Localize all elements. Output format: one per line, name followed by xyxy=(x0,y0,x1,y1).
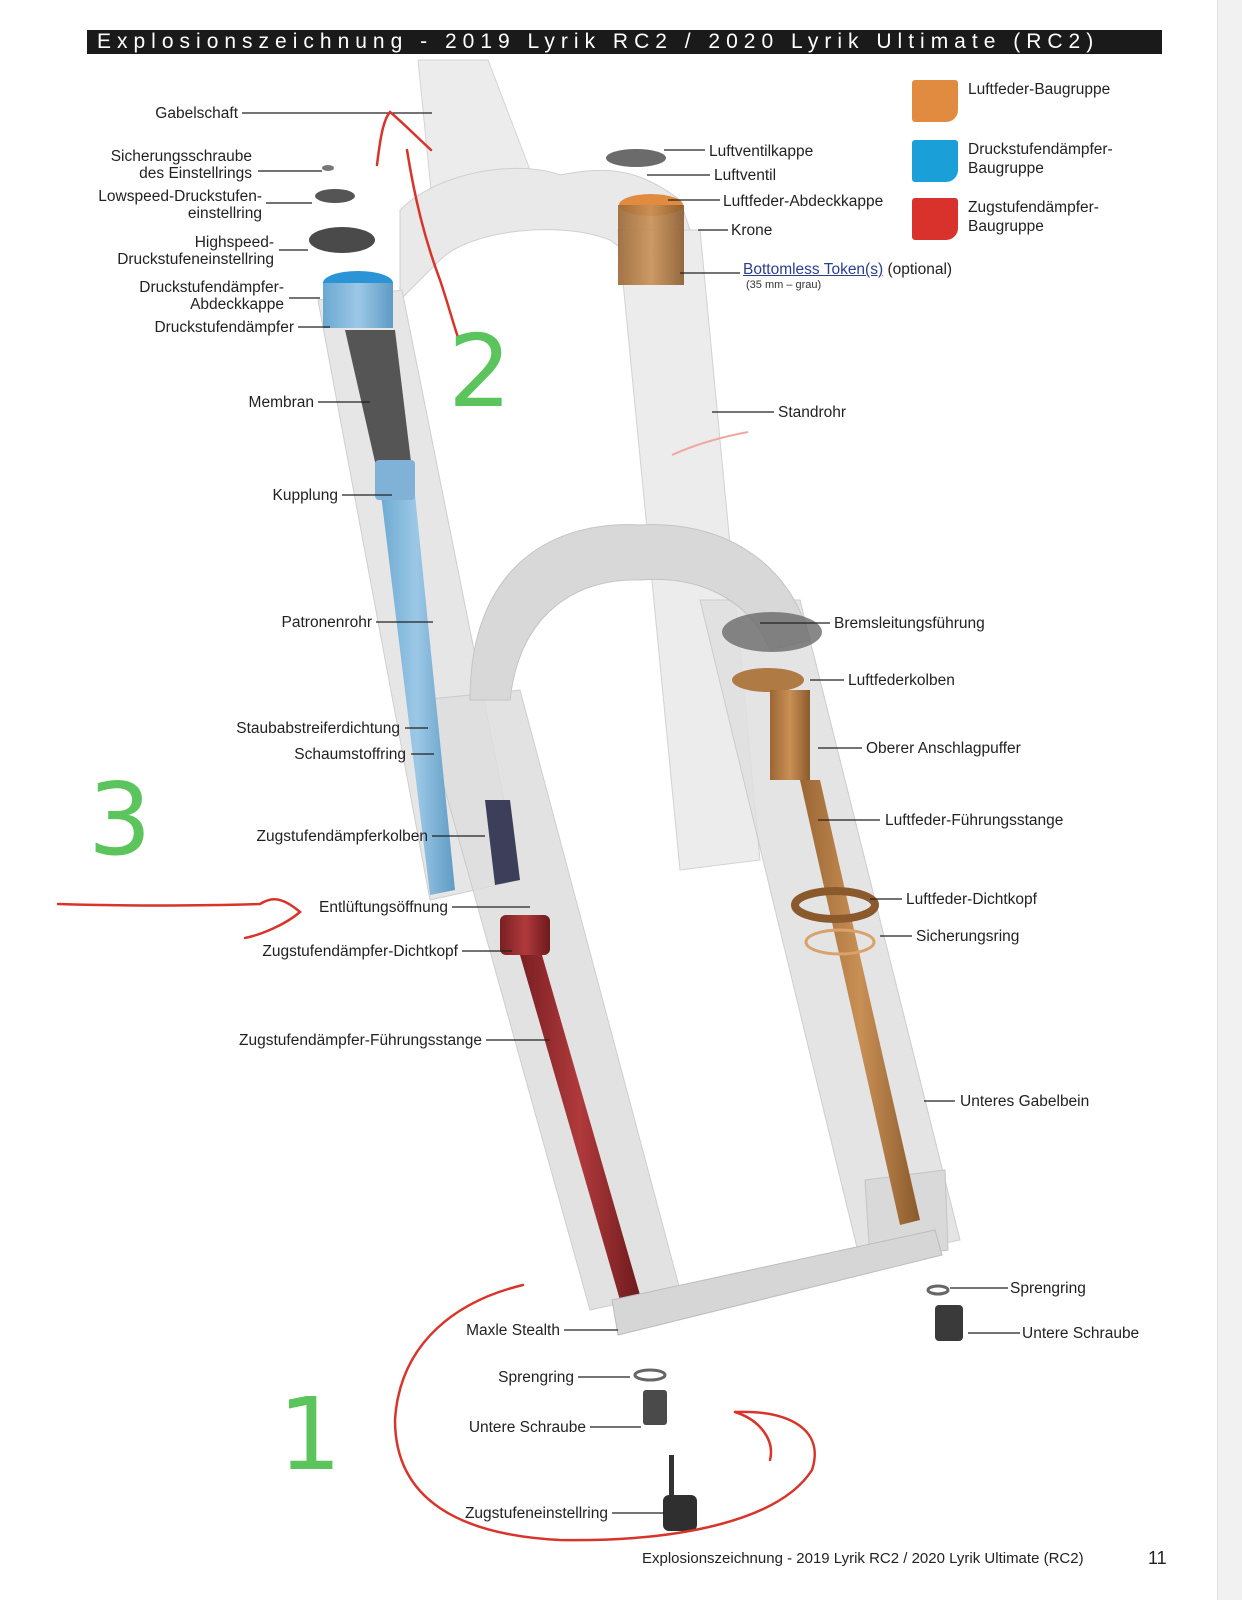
footer-title: Explosionszeichnung - 2019 Lyrik RC2 / 2… xyxy=(642,1550,1084,1567)
label-lf-dichtkopf: Luftfeder-Dichtkopf xyxy=(906,891,1037,908)
label-lf-fuehrungsstange: Luftfeder-Führungsstange xyxy=(885,812,1064,829)
label-zs-fuehrungsstange: Zugstufendämpfer-Führungsstange xyxy=(239,1032,482,1049)
label-bremsleitung: Bremsleitungsführung xyxy=(834,615,985,632)
label-sicherungsschraube: Sicherungsschraube des Einstellrings xyxy=(110,148,252,182)
label-optional: (optional) xyxy=(887,261,953,278)
label-patronenrohr: Patronenrohr xyxy=(281,614,372,631)
label-maxle: Maxle Stealth xyxy=(466,1322,560,1339)
rebound-damper xyxy=(485,800,640,1300)
label-unteres-gabelbein: Unteres Gabelbein xyxy=(960,1093,1090,1110)
label-bottomless-tokens: Bottomless Token(s) (optional) xyxy=(743,261,952,278)
label-druckstufendaempfer: Druckstufendämpfer xyxy=(154,319,294,336)
label-token-note: (35 mm – grau) xyxy=(746,279,822,291)
legend-swatch-rebound xyxy=(912,198,958,240)
label-membran: Membran xyxy=(248,394,314,411)
label-krone: Krone xyxy=(731,222,773,239)
adjuster-parts xyxy=(309,149,822,652)
label-untere-schraube-right: Untere Schraube xyxy=(1022,1325,1140,1342)
label-zs-kolben: Zugstufendämpferkolben xyxy=(256,828,428,845)
leader-lines-right xyxy=(647,149,1020,1334)
label-gabelschaft: Gabelschaft xyxy=(155,105,238,122)
legend-swatch-compression xyxy=(912,140,958,182)
maxle-axle xyxy=(611,1229,943,1336)
label-untere-schraube-left: Untere Schraube xyxy=(468,1419,586,1436)
annotation-one: 1 xyxy=(278,1376,342,1493)
bottomless-tokens-link[interactable]: Bottomless Token(s) xyxy=(743,261,884,278)
label-lf-abdeckkappe: Luftfeder-Abdeckkappe xyxy=(723,193,884,210)
legend-swatch-air xyxy=(912,80,958,122)
label-highspeed: Highspeed-Druckstufeneinstellring xyxy=(117,234,274,268)
label-luftventilkappe: Luftventilkappe xyxy=(709,143,814,160)
hand-annotations xyxy=(56,110,816,1542)
label-kupplung: Kupplung xyxy=(272,487,338,504)
label-sprengring-left: Sprengring xyxy=(498,1369,574,1386)
label-ds-abdeckkappe: Druckstufendämpfer-Abdeckkappe xyxy=(139,279,284,313)
label-anschlagpuffer: Oberer Anschlagpuffer xyxy=(866,740,1021,757)
page-edge xyxy=(1217,0,1242,1600)
label-luftventil: Luftventil xyxy=(714,167,777,184)
label-schaumstoffring: Schaumstoffring xyxy=(294,746,406,763)
label-staubabstreifer: Staubabstreiferdichtung xyxy=(236,720,400,737)
page-number: 11 xyxy=(1148,1548,1167,1568)
label-sprengring-right: Sprengring xyxy=(1010,1280,1086,1297)
label-zs-einstellring: Zugstufeneinstellring xyxy=(464,1505,608,1522)
label-zs-dichtkopf: Zugstufendämpfer-Dichtkopf xyxy=(262,943,458,960)
annotation-three: 3 xyxy=(88,761,152,878)
label-standrohr: Standrohr xyxy=(778,404,847,421)
legend-label-compression: Druckstufendämpfer-Baugruppe xyxy=(968,141,1113,177)
compression-damper xyxy=(323,271,455,895)
bottom-hardware xyxy=(633,1284,963,1531)
page-title: Explosionszeichnung - 2019 Lyrik RC2 / 2… xyxy=(87,30,1162,54)
leader-lines-left xyxy=(242,112,664,1514)
label-entlueftung: Entlüftungsöffnung xyxy=(319,899,448,916)
legend-label-air: Luftfeder-Baugruppe xyxy=(968,81,1111,98)
label-lf-kolben: Luftfederkolben xyxy=(848,672,955,689)
label-lowspeed: Lowspeed-Druckstufen-einstellring xyxy=(98,188,262,222)
legend-label-rebound: Zugstufendämpfer-Baugruppe xyxy=(968,199,1099,235)
label-sicherungsring: Sicherungsring xyxy=(916,928,1020,945)
annotation-two: 2 xyxy=(448,313,512,430)
air-spring xyxy=(618,194,920,1225)
